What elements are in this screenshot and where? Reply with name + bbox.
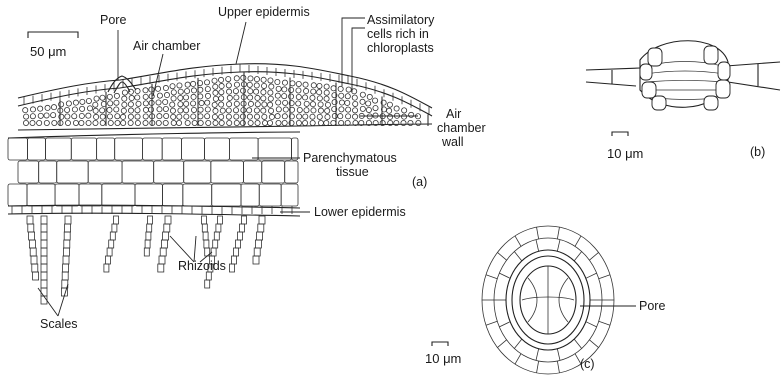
scale-bar-b-label: 10 μm <box>607 146 643 161</box>
label-rhizoids: Rhizoids <box>178 259 226 273</box>
pore-surface-view: Pore 10 μm (c) <box>425 226 665 374</box>
panel-c-label: (c) <box>580 357 595 371</box>
label-scales: Scales <box>40 317 78 331</box>
thallus-section: 50 μm <box>8 5 486 331</box>
label-parenchymatous: Parenchymatous <box>303 151 397 165</box>
label-air-chamber-wall-3: wall <box>441 135 464 149</box>
label-air-chamber: Air chamber <box>133 39 200 53</box>
label-lower-epidermis: Lower epidermis <box>314 205 406 219</box>
scale-bar-a-label: 50 μm <box>30 44 66 59</box>
label-tissue: tissue <box>336 165 369 179</box>
pore-side-view: 10 μm (b) <box>586 41 780 161</box>
upper-epidermis <box>18 64 432 116</box>
label-assimilatory-1: Assimilatory <box>367 13 435 27</box>
parenchymatous-tissue <box>8 132 300 206</box>
label-pore: Pore <box>100 13 126 27</box>
label-upper-epidermis: Upper epidermis <box>218 5 310 19</box>
panel-a-label: (a) <box>412 175 427 189</box>
label-assimilatory-2: cells rich in <box>367 27 429 41</box>
label-air-chamber-wall-2: chamber <box>437 121 486 135</box>
label-air-chamber-wall-1: Air <box>446 107 461 121</box>
lower-epidermis <box>8 205 300 216</box>
panel-b-label: (b) <box>750 145 765 159</box>
label-assimilatory-3: chloroplasts <box>367 41 434 55</box>
scale-bar-a: 50 μm <box>28 32 78 59</box>
scale-bar-c-label: 10 μm <box>425 351 461 366</box>
rhizoids-and-scales <box>27 216 265 304</box>
label-pore-c: Pore <box>639 299 665 313</box>
